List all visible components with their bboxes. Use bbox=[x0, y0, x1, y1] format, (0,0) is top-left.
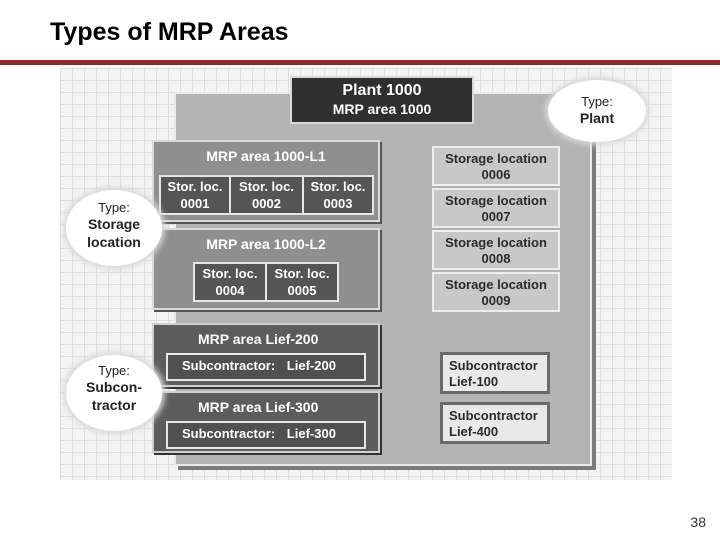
type-value-line-1: Storage bbox=[87, 216, 141, 232]
mrp-area-title: MRP area Lief-300 bbox=[198, 399, 319, 415]
storage-location-number: 0008 bbox=[481, 251, 511, 266]
title-rule bbox=[0, 60, 720, 65]
storage-location-0009: Storage location 0009 bbox=[432, 272, 560, 312]
subcontractor-value: Lief-400 bbox=[449, 424, 499, 439]
storage-location-label: Stor. loc. bbox=[274, 266, 330, 281]
storage-location-0006: Storage location 0006 bbox=[432, 146, 560, 186]
storage-location-label: Storage location bbox=[445, 193, 547, 208]
storage-location-0002: Stor. loc. 0002 bbox=[229, 175, 304, 215]
storage-location-label: Stor. loc. bbox=[167, 179, 223, 194]
subcontractor-value: Lief-100 bbox=[449, 374, 499, 389]
subcontractor-label: Subcontractor bbox=[449, 358, 538, 373]
subcontractor-label: Subcontractor: bbox=[182, 426, 276, 441]
plant-mrp-area: MRP area 1000 bbox=[332, 101, 432, 117]
page-number: 38 bbox=[690, 514, 706, 530]
storage-location-0001: Stor. loc. 0001 bbox=[159, 175, 231, 215]
storage-location-0004: Stor. loc. 0004 bbox=[193, 262, 267, 302]
storage-location-0005: Stor. loc. 0005 bbox=[265, 262, 339, 302]
storage-location-label: Storage location bbox=[445, 277, 547, 292]
storage-location-number: 0009 bbox=[481, 293, 511, 308]
type-value-line-1: Subcon- bbox=[86, 379, 142, 395]
storage-location-0003: Stor. loc. 0003 bbox=[302, 175, 374, 215]
subcontractor-lief-400: Subcontractor Lief-400 bbox=[440, 402, 550, 444]
plant-name: Plant 1000 bbox=[342, 82, 422, 99]
mrp-area-title: MRP area Lief-200 bbox=[198, 331, 319, 347]
storage-location-0007: Storage location 0007 bbox=[432, 188, 560, 228]
mrp-area-title: MRP area 1000-L1 bbox=[206, 148, 326, 164]
slide-title: Types of MRP Areas bbox=[50, 18, 289, 46]
mrp-area-title: MRP area 1000-L2 bbox=[206, 236, 326, 252]
storage-location-number: 0001 bbox=[180, 196, 210, 211]
type-plant-bubble: Type: Plant bbox=[548, 80, 646, 142]
subcontractor-bar-lief-200: Subcontractor: Lief-200 bbox=[166, 353, 366, 381]
type-storage-location-bubble: Type: Storage location bbox=[66, 190, 162, 266]
plant-header: Plant 1000 MRP area 1000 bbox=[290, 76, 474, 124]
storage-location-number: 0007 bbox=[481, 209, 511, 224]
storage-location-label: Stor. loc. bbox=[239, 179, 294, 194]
subcontractor-label: Subcontractor bbox=[449, 408, 538, 423]
type-label: Type: bbox=[98, 363, 130, 378]
type-value-line-2: tractor bbox=[91, 397, 137, 413]
storage-location-number: 0005 bbox=[287, 283, 317, 298]
storage-location-label: Stor. loc. bbox=[310, 179, 366, 194]
storage-location-number: 0003 bbox=[323, 196, 353, 211]
type-label: Type: bbox=[581, 94, 613, 109]
subcontractor-bar-lief-300: Subcontractor: Lief-300 bbox=[166, 421, 366, 449]
storage-location-number: 0004 bbox=[215, 283, 245, 298]
storage-location-label: Stor. loc. bbox=[202, 266, 258, 281]
subcontractor-lief-100: Subcontractor Lief-100 bbox=[440, 352, 550, 394]
storage-location-number: 0002 bbox=[252, 196, 281, 211]
subcontractor-value: Lief-300 bbox=[286, 426, 336, 441]
storage-location-0008: Storage location 0008 bbox=[432, 230, 560, 270]
type-subcontractor-bubble: Type: Subcon- tractor bbox=[66, 355, 162, 431]
type-value: Plant bbox=[579, 110, 615, 126]
subcontractor-value: Lief-200 bbox=[286, 358, 336, 373]
storage-location-number: 0006 bbox=[481, 167, 511, 182]
storage-location-label: Storage location bbox=[445, 151, 547, 166]
subcontractor-label: Subcontractor: bbox=[182, 358, 276, 373]
type-value-line-2: location bbox=[87, 234, 141, 250]
type-label: Type: bbox=[98, 200, 130, 215]
storage-location-label: Storage location bbox=[445, 235, 547, 250]
